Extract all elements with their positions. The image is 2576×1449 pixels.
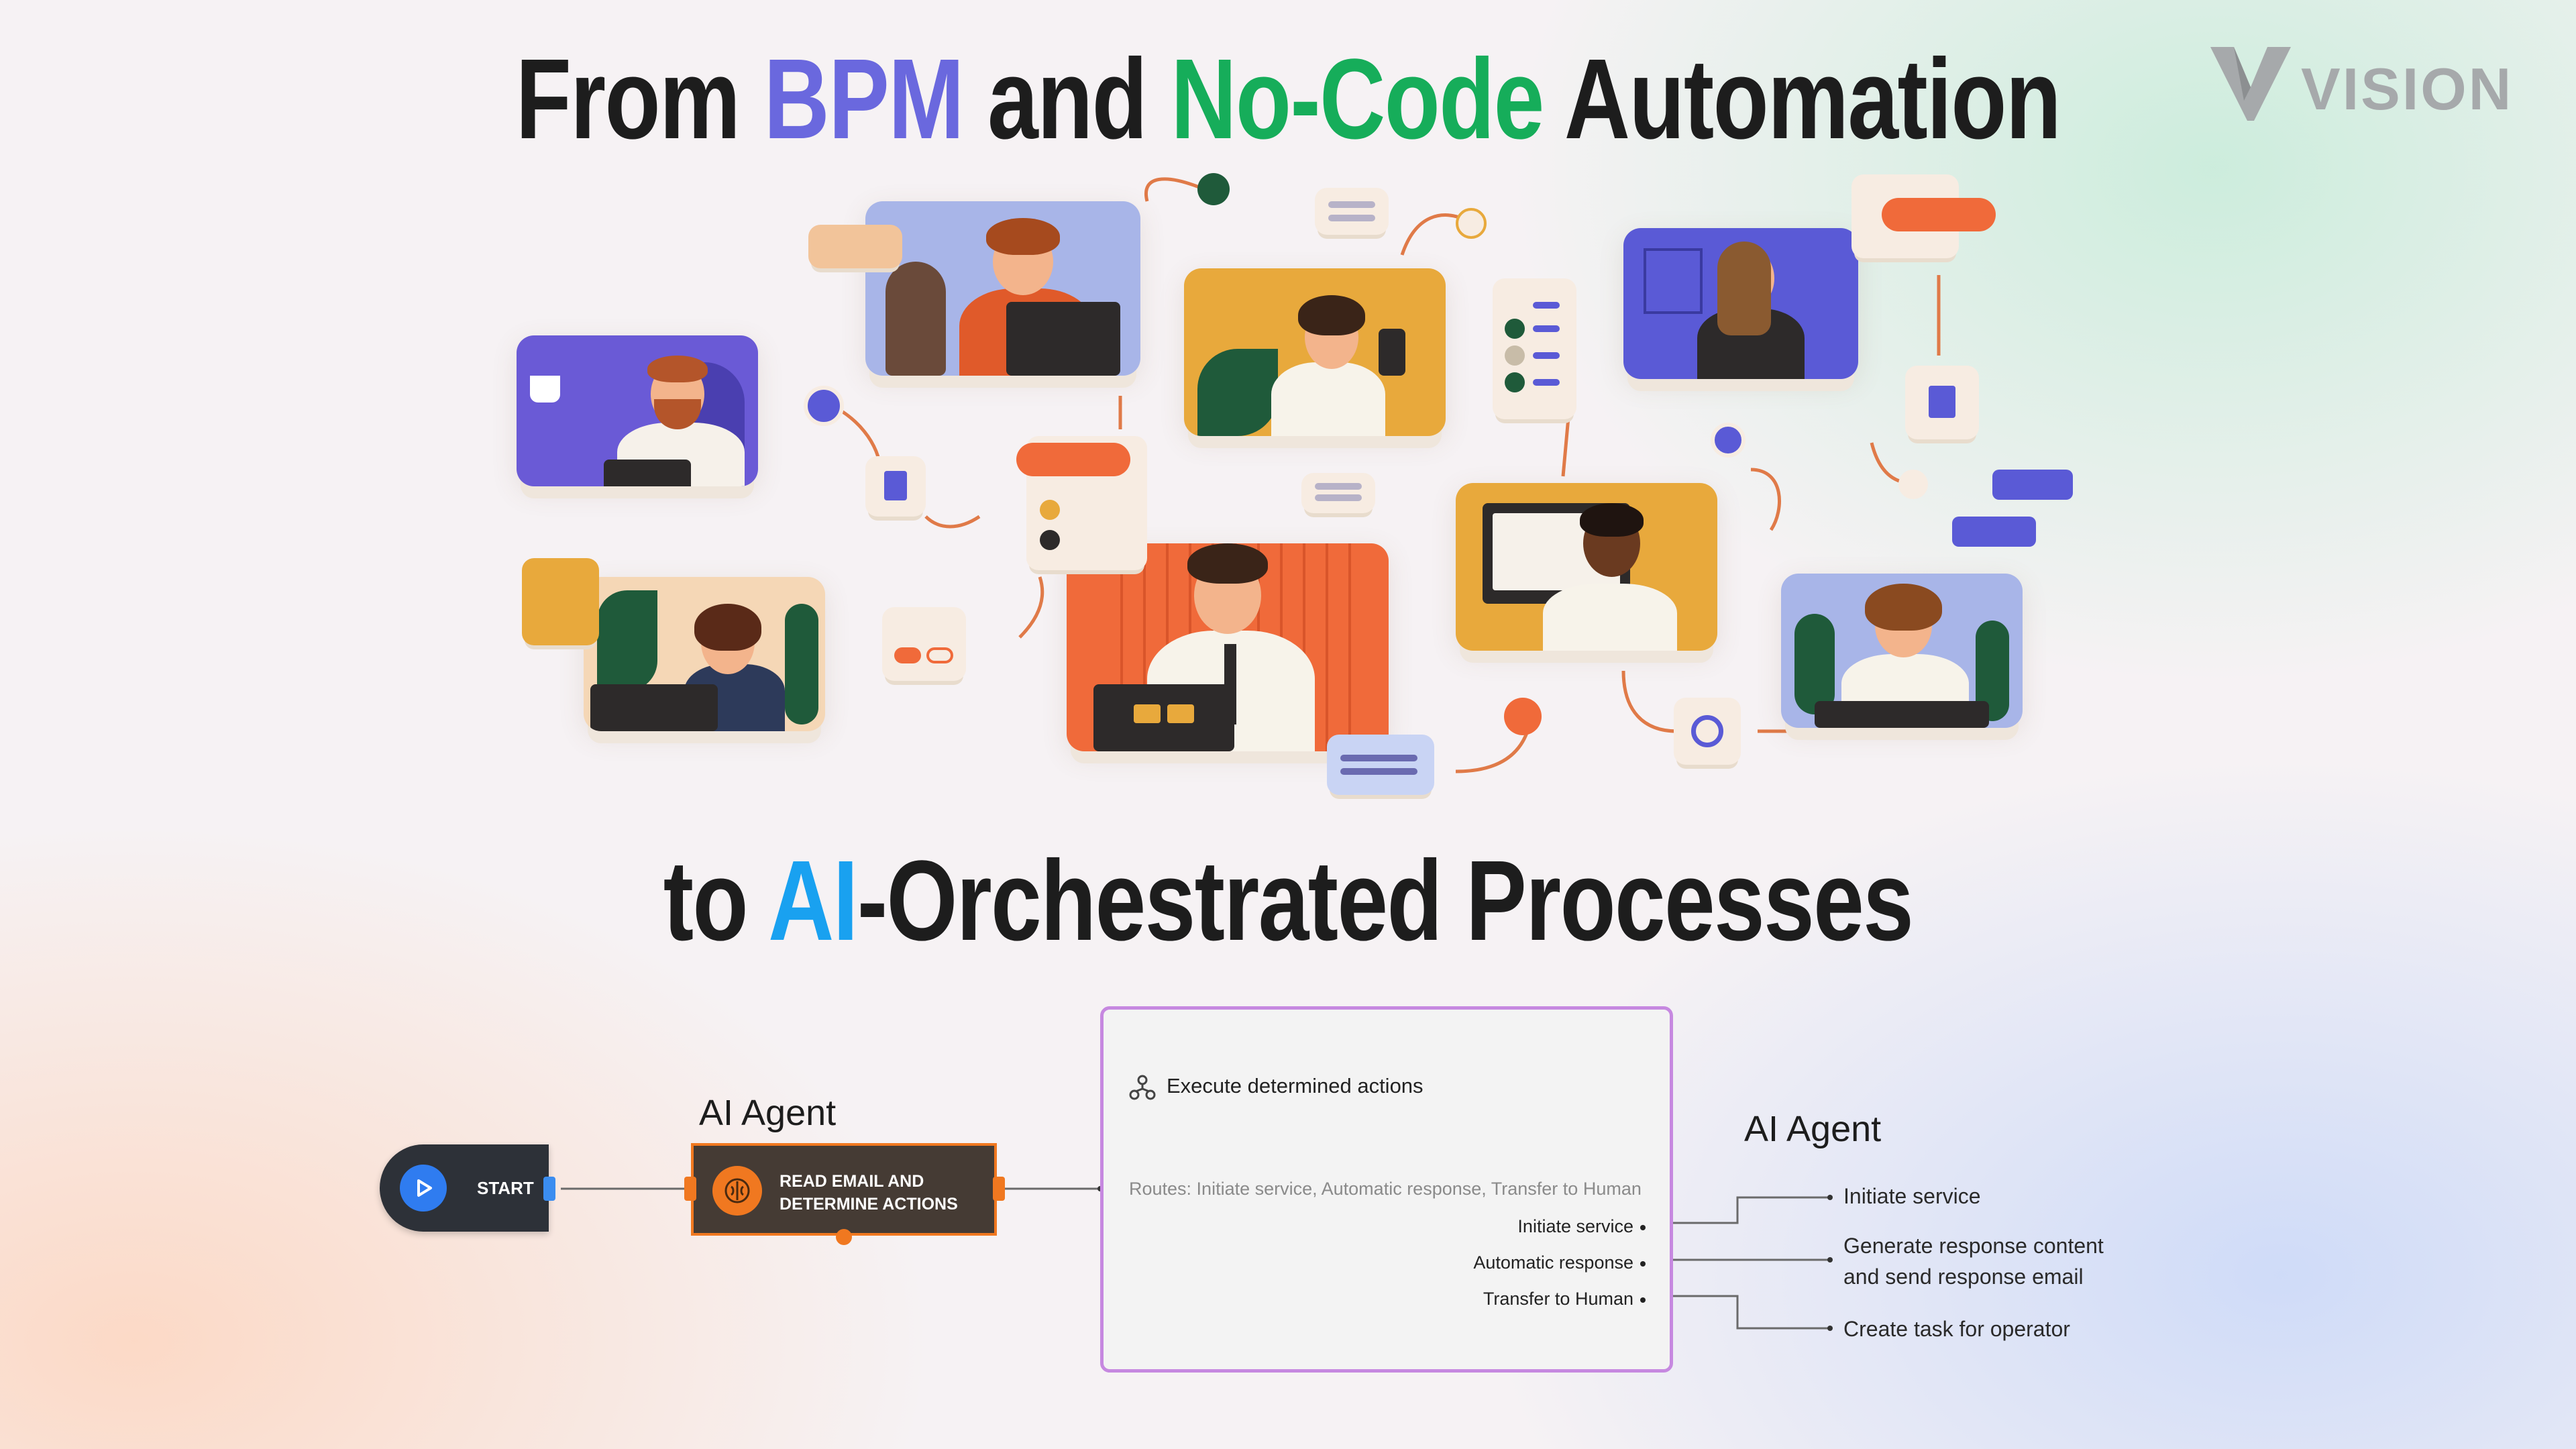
title-nocode: No-Code bbox=[1171, 36, 1544, 163]
star-icon bbox=[1456, 208, 1487, 239]
chat-bubble-top bbox=[1315, 188, 1389, 235]
route-initiate-service[interactable]: Initiate service bbox=[1517, 1216, 1646, 1237]
avatar-badge-left bbox=[804, 386, 844, 426]
chat-bubble-purple bbox=[1952, 470, 2073, 550]
chat-bubble-middle bbox=[1301, 473, 1375, 513]
output-generate-response: Generate response content and send respo… bbox=[1843, 1234, 2104, 1289]
card-woman-plant bbox=[584, 577, 825, 731]
route-transfer-to-human[interactable]: Transfer to Human bbox=[1483, 1289, 1646, 1309]
profile-card-top-right bbox=[1851, 174, 1996, 258]
card-man-coffee bbox=[517, 335, 758, 486]
start-node[interactable]: START bbox=[380, 1144, 549, 1232]
execute-routes: Routes: Initiate service, Automatic resp… bbox=[1129, 1179, 1642, 1199]
phone-icon bbox=[1197, 173, 1230, 205]
ai-agent-heading-left: AI Agent bbox=[699, 1093, 837, 1133]
contacts-card bbox=[1016, 436, 1147, 570]
message-bubble-bottom bbox=[1327, 735, 1434, 795]
output-initiate-service: Initiate service bbox=[1843, 1184, 1981, 1208]
ai-agent-heading-right: AI Agent bbox=[1744, 1109, 1882, 1149]
card-woman-pointing bbox=[1623, 228, 1858, 379]
loading-circle-widget bbox=[1674, 698, 1741, 765]
vision-logo-icon bbox=[2210, 47, 2291, 121]
card-man-cat bbox=[865, 201, 1140, 376]
brain-icon bbox=[712, 1166, 762, 1216]
title-bpm: BPM bbox=[763, 36, 965, 163]
question-icon bbox=[1504, 698, 1542, 735]
output-create-task: Create task for operator bbox=[1843, 1317, 2070, 1341]
card-man-monitor bbox=[1456, 483, 1717, 651]
card-man-center bbox=[1067, 543, 1389, 751]
vision-logo: VISION bbox=[2207, 40, 2516, 127]
start-output-port[interactable] bbox=[543, 1177, 555, 1201]
document-icon-right bbox=[1905, 366, 1979, 439]
agent-output-port[interactable] bbox=[993, 1177, 1005, 1201]
execute-actions-box[interactable]: Execute determined actions Routes: Initi… bbox=[1100, 1006, 1673, 1373]
document-icon-left bbox=[865, 456, 926, 517]
logo-text: VISION bbox=[2301, 56, 2514, 122]
route-automatic-response[interactable]: Automatic response bbox=[1473, 1252, 1646, 1273]
network-icon bbox=[1129, 1074, 1156, 1104]
gear-icon bbox=[1711, 423, 1746, 458]
read-email-agent-node[interactable]: READ EMAIL AND DETERMINE ACTIONS bbox=[691, 1143, 997, 1236]
illustration bbox=[517, 173, 2073, 795]
agent-bottom-port[interactable] bbox=[836, 1229, 852, 1245]
execute-title: Execute determined actions bbox=[1167, 1074, 1424, 1097]
agent-input-port[interactable] bbox=[684, 1177, 696, 1201]
title-bottom: to AI-Orchestrated Processes bbox=[663, 837, 1914, 965]
play-icon[interactable] bbox=[400, 1165, 447, 1212]
card-woman-phone bbox=[1184, 268, 1446, 436]
thumbs-up-icon bbox=[1898, 470, 1928, 499]
checklist-widget bbox=[1493, 278, 1576, 419]
title-ai: AI bbox=[768, 837, 858, 965]
audio-wave-bubble bbox=[808, 225, 902, 268]
toggle-widget bbox=[882, 607, 966, 681]
card-woman-headphones bbox=[1781, 574, 2023, 728]
agent-line-1: READ EMAIL AND bbox=[780, 1172, 924, 1191]
agent-line-2: DETERMINE ACTIONS bbox=[780, 1195, 958, 1214]
title-top: From BPM and No-Code Automation bbox=[515, 36, 2061, 163]
start-label: START bbox=[477, 1178, 534, 1198]
clipboard-icon bbox=[522, 558, 599, 645]
